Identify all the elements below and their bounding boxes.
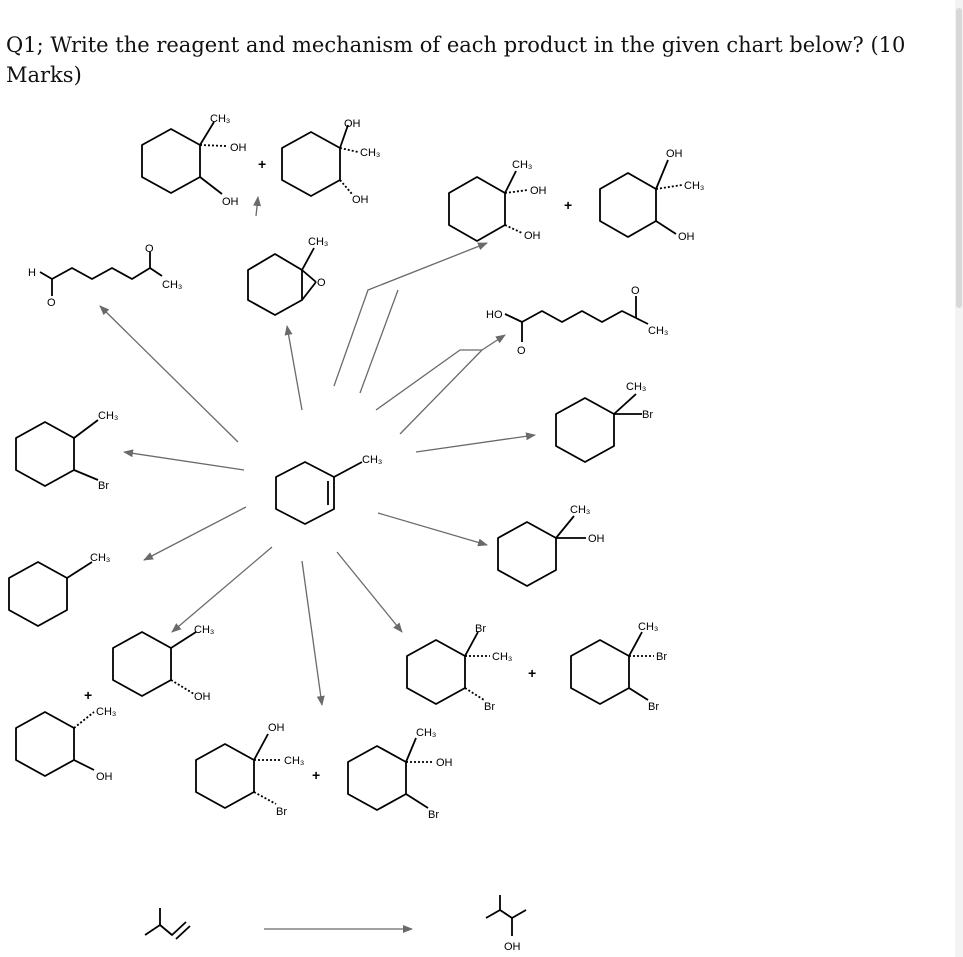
plus-sign: + <box>84 687 92 703</box>
label-ch3: CH₃ <box>512 159 532 171</box>
arrow-to-ketoaldehyde-b <box>399 349 483 435</box>
label-br: Br <box>656 651 667 663</box>
product-diol-cis-a: CH₃ OH OH <box>141 113 247 208</box>
product-methylcyclohexane: CH₃ <box>8 552 110 627</box>
label-o: O <box>145 243 154 255</box>
label-br: Br <box>642 409 653 421</box>
label-o: O <box>47 297 56 309</box>
label-o: O <box>517 345 526 357</box>
label-oh: OH <box>96 771 113 783</box>
label-ch3: CH₃ <box>362 454 382 466</box>
arrow-to-diol-trans-b <box>359 289 399 394</box>
plus-sign: + <box>258 156 266 172</box>
label-ch3: CH₃ <box>308 236 328 248</box>
arrow-to-tert-bromide <box>415 432 536 453</box>
label-br: Br <box>475 623 486 635</box>
label-o: O <box>317 277 326 289</box>
label-ch3: CH₃ <box>284 755 304 767</box>
product-keto-acid: HO O O CH₃ <box>486 285 668 357</box>
arrow-to-epoxide <box>284 325 303 411</box>
question-text: Q1; Write the reagent and mechanism of e… <box>6 33 906 87</box>
label-br: Br <box>484 701 495 713</box>
product-diol-trans-a: CH₃ OH OH <box>448 159 547 242</box>
label-ch3: CH₃ <box>626 381 646 393</box>
scrollbar-track[interactable] <box>955 0 963 957</box>
arrow-to-methylcyclohexane <box>143 506 247 561</box>
label-br: Br <box>428 809 439 821</box>
label-ch3: CH₃ <box>684 180 704 192</box>
product-secondary-bromide: CH₃ Br <box>15 410 118 492</box>
plus-sign: + <box>312 767 320 783</box>
label-ho: HO <box>486 309 503 321</box>
reaction-arrows <box>99 242 536 933</box>
plus-sign: + <box>564 197 572 213</box>
product-dibromide-b: CH₃ Br Br <box>570 621 667 713</box>
label-br: Br <box>276 806 287 818</box>
product-bromohydrin-b: CH₃ OH Br <box>347 727 453 821</box>
label-oh: OH <box>344 118 361 130</box>
label-oh: OH <box>530 185 547 197</box>
product-tert-alcohol: CH₃ OH <box>497 504 605 587</box>
product-dibromide-a: Br CH₃ Br <box>406 623 512 713</box>
label-ch3: CH₃ <box>96 706 116 718</box>
arrow-to-anti-markovnikov-alcohol <box>171 546 273 633</box>
label-oh: OH <box>194 691 211 703</box>
label-br: Br <box>98 480 109 492</box>
product-bromohydrin-a: OH CH₃ Br <box>195 722 304 818</box>
label-oh: OH <box>524 230 541 242</box>
label-ch3: CH₃ <box>638 621 658 633</box>
arrow-epoxide-to-diol <box>253 196 262 217</box>
bottom-alkene <box>144 908 191 940</box>
label-h: H <box>28 267 36 279</box>
label-oh: OH <box>222 196 239 208</box>
arrow-to-diol-trans <box>333 242 488 387</box>
label-oh: OH <box>230 142 247 154</box>
product-keto-aldehyde-left: H O O CH₃ <box>28 243 182 309</box>
arrow-to-bromohydrin <box>301 560 325 706</box>
arrow-to-secondary-bromide <box>123 449 245 471</box>
product-diol-trans-b: OH CH₃ OH <box>599 148 704 243</box>
label-o: O <box>631 285 640 297</box>
label-oh: OH <box>352 194 369 206</box>
label-oh: OH <box>436 757 453 769</box>
product-diol-cis-b: OH CH₃ OH <box>281 118 380 206</box>
label-oh: OH <box>678 231 695 243</box>
product-tert-bromide: CH₃ Br <box>555 381 653 463</box>
label-br: Br <box>648 701 659 713</box>
product-trans-2-methylcyclohexanol-a: CH₃ OH <box>112 624 214 703</box>
product-trans-2-methylcyclohexanol-b: CH₃ OH <box>15 706 116 783</box>
label-ch3: CH₃ <box>416 727 436 739</box>
bottom-alcohol-product: OH <box>485 895 527 953</box>
plus-sign: + <box>528 665 536 681</box>
label-oh: OH <box>504 941 521 953</box>
label-ch3: CH₃ <box>194 624 214 636</box>
label-ch3: CH₃ <box>98 410 118 422</box>
arrow-to-ozonolysis <box>99 305 239 443</box>
starting-material-1-methylcyclohexene: CH₃ <box>275 454 382 525</box>
label-ch3: CH₃ <box>648 325 668 337</box>
label-ch3: CH₃ <box>210 113 230 125</box>
arrow-to-tert-alcohol <box>377 512 488 547</box>
arrow-to-ketoaldehyde <box>375 334 506 411</box>
arrow-to-dibromide <box>336 551 403 633</box>
label-oh: OH <box>588 533 605 545</box>
label-ch3: CH₃ <box>90 552 110 564</box>
product-epoxide: CH₃ O <box>247 236 328 316</box>
label-ch3: CH₃ <box>492 651 512 663</box>
scrollbar-thumb[interactable] <box>956 8 962 308</box>
label-oh: OH <box>268 722 285 734</box>
label-oh: OH <box>666 148 683 160</box>
label-ch3: CH₃ <box>360 147 380 159</box>
label-ch3: CH₃ <box>162 279 182 291</box>
label-ch3: CH₃ <box>570 504 590 516</box>
